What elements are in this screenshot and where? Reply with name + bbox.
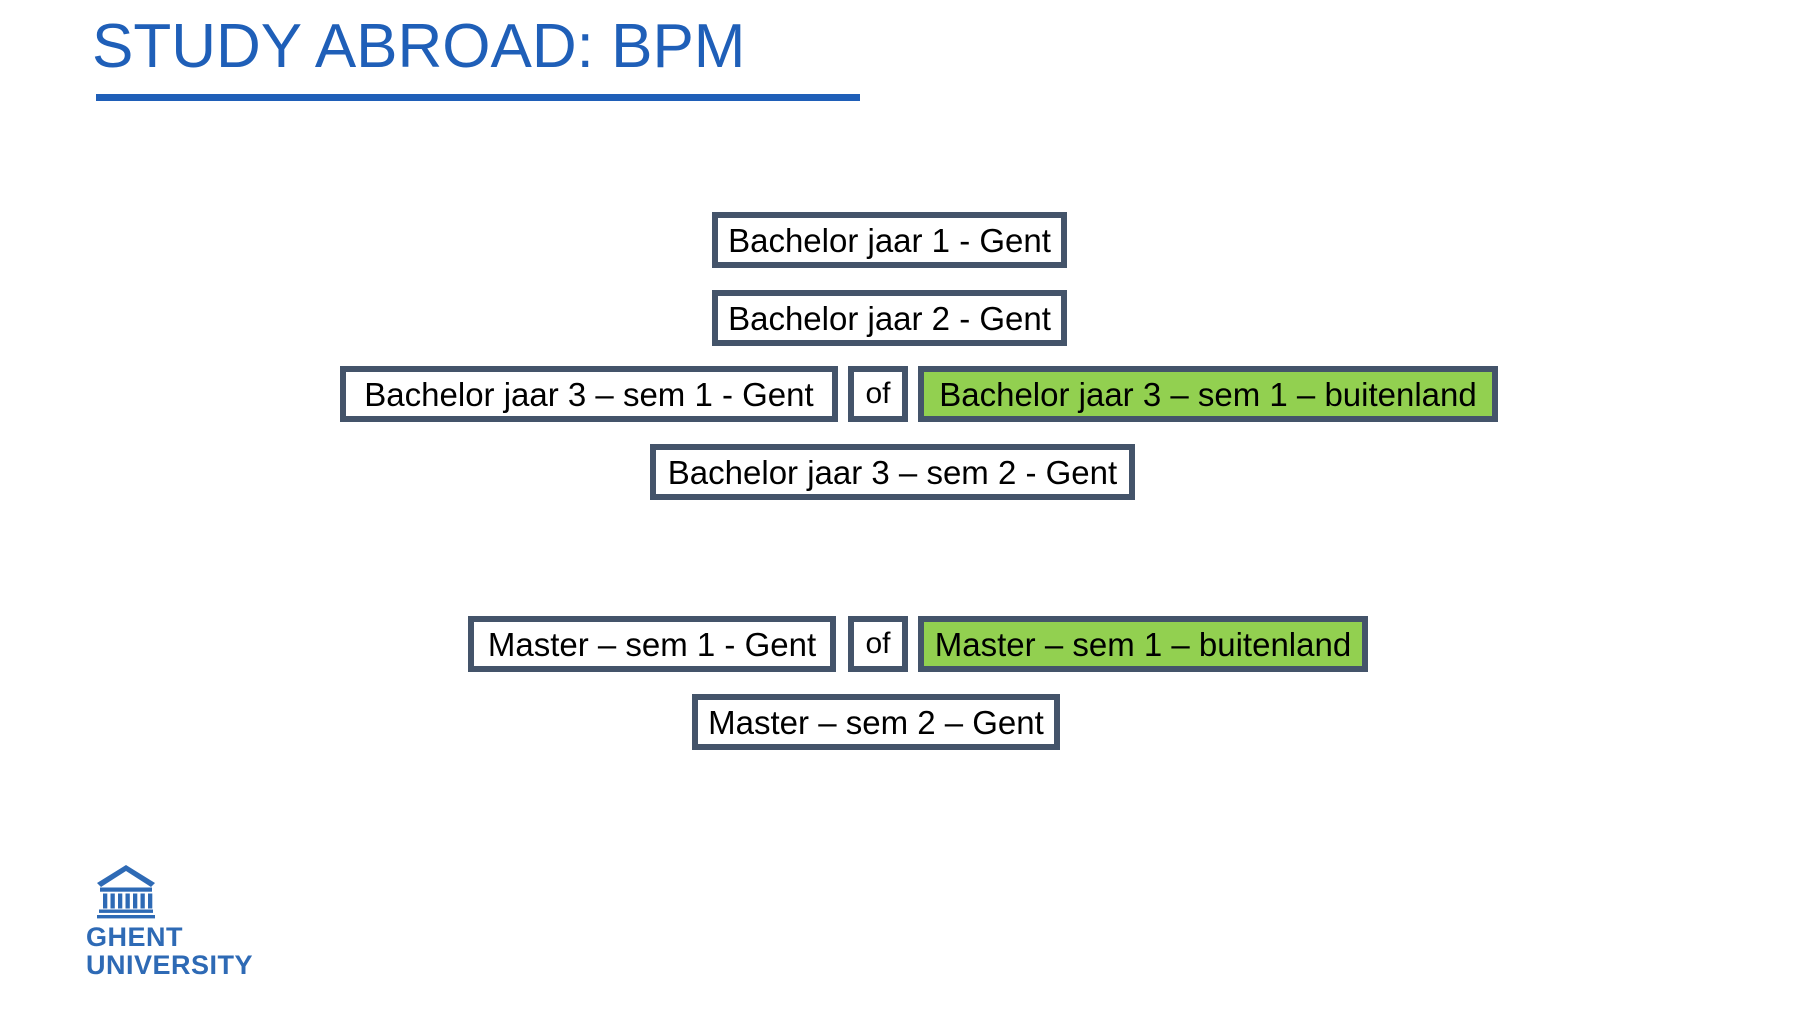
ghent-university-logo: GHENT UNIVERSITY: [86, 862, 254, 982]
university-building-icon: [97, 865, 155, 919]
title-underline: [96, 94, 860, 101]
box-bachelor-year-3-sem-1-abroad: Bachelor jaar 3 – sem 1 – buitenland: [918, 366, 1498, 422]
box-or-master: of: [848, 616, 908, 672]
box-master-sem-1-abroad: Master – sem 1 – buitenland: [918, 616, 1368, 672]
box-bachelor-year-2: Bachelor jaar 2 - Gent: [712, 290, 1067, 346]
box-master-sem-1-gent: Master – sem 1 - Gent: [468, 616, 836, 672]
page-title: STUDY ABROAD: BPM: [92, 12, 746, 81]
box-master-sem-2-gent: Master – sem 2 – Gent: [692, 694, 1060, 750]
logo-text-university: UNIVERSITY: [86, 949, 254, 980]
box-bachelor-year-3-sem-1-gent: Bachelor jaar 3 – sem 1 - Gent: [340, 366, 838, 422]
box-bachelor-year-3-sem-2-gent: Bachelor jaar 3 – sem 2 - Gent: [650, 444, 1135, 500]
box-or-bachelor: of: [848, 366, 908, 422]
box-bachelor-year-1: Bachelor jaar 1 - Gent: [712, 212, 1067, 268]
logo-text-ghent: GHENT: [86, 922, 183, 952]
